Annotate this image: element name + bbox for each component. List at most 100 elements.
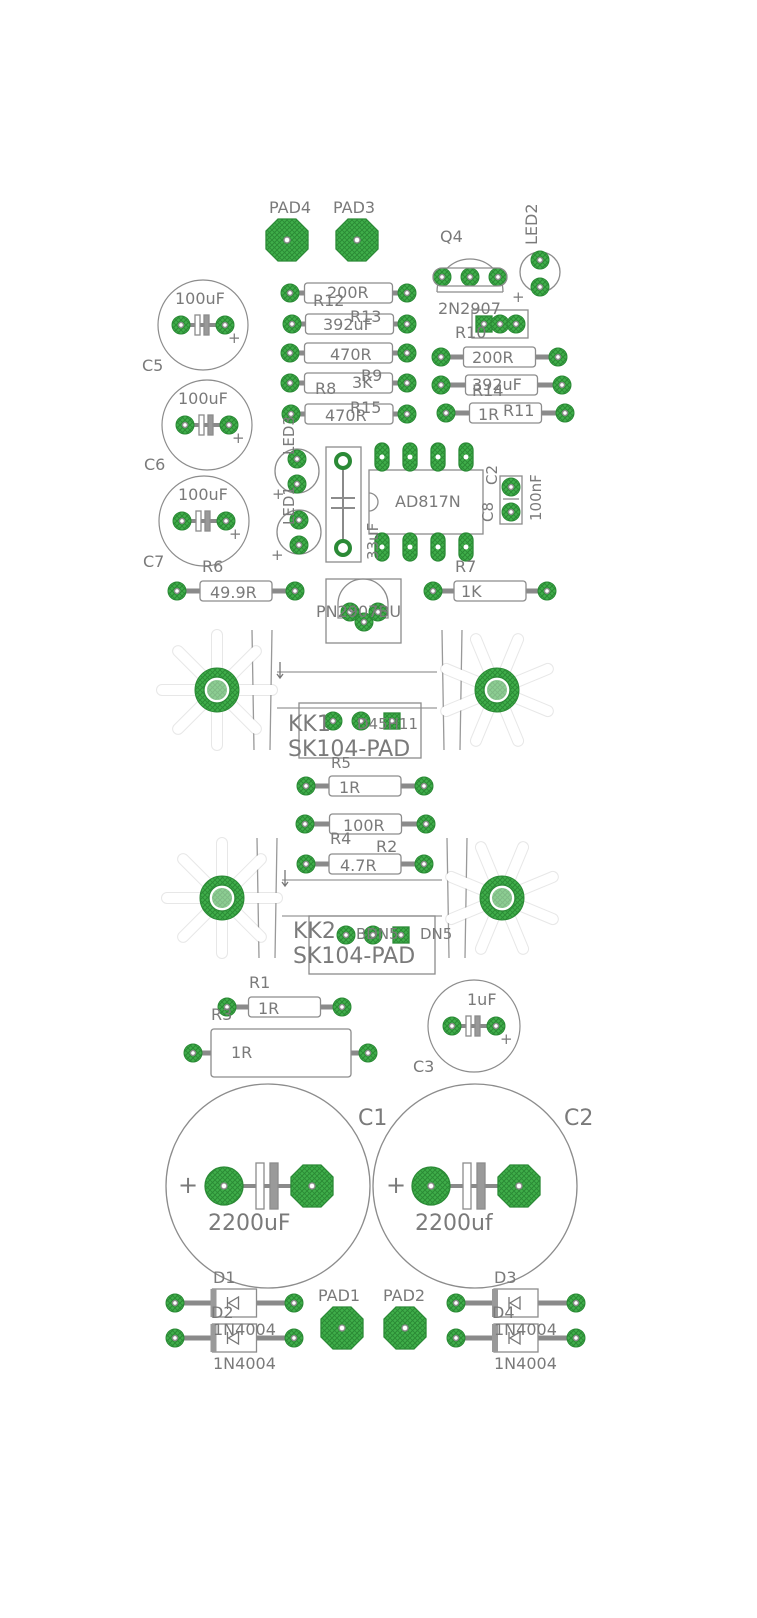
d1-body [211, 1288, 258, 1318]
u1-body [368, 469, 484, 535]
label-r13-value: 392uF [323, 315, 373, 334]
r1-pad-b [332, 997, 352, 1017]
label-r100: 100R [343, 816, 385, 835]
label-d2: D2 [211, 1303, 234, 1322]
r100-body [328, 813, 403, 835]
c6-plus-mark: + [232, 429, 245, 447]
c1-plate-a [255, 1162, 265, 1210]
r11-pad-a [436, 403, 456, 423]
kk2-pad-1 [336, 925, 356, 945]
r3-body [210, 1028, 352, 1078]
label-r6-value: 49.9R [210, 583, 257, 602]
label-r11: R11 [503, 401, 534, 420]
label-d1-value: 1N4004 [213, 1320, 276, 1339]
d2-body [211, 1323, 258, 1353]
label-c1: C1 [358, 1106, 387, 1131]
r9-pad-a [280, 373, 300, 393]
kk1-post-1 [441, 629, 463, 751]
q4-pad-row [432, 267, 508, 287]
label-c6-value: 100uF [178, 389, 228, 408]
pad2 [383, 1306, 427, 1350]
label-r1-value: 1R [258, 999, 279, 1018]
r13-body [304, 313, 395, 335]
c7-outline [158, 475, 250, 567]
kk1-mount-core-0 [207, 680, 227, 700]
pad1 [320, 1306, 364, 1350]
label-c3: C3 [413, 1057, 434, 1076]
label-d4-value: 1N4004 [494, 1354, 557, 1373]
u1-pin-top-hole-4 [463, 454, 469, 460]
u1-pin-top-hole-2 [407, 454, 413, 460]
label-r4: R4 [330, 829, 351, 848]
c1-pad-pos-hole [220, 1182, 228, 1190]
r3-pad-a [183, 1043, 203, 1063]
c7-plate-b [204, 510, 211, 532]
r5-body [328, 775, 402, 797]
q4-pad-b [460, 267, 480, 287]
r6-pad-a [167, 581, 187, 601]
d1-band [210, 1289, 217, 1317]
kk2-mount-core-1 [492, 888, 512, 908]
u1-pin-top-hole-1 [379, 454, 385, 460]
silkscreen-labels: PAD4 PAD3 Q4 LED2 2N2907 R10 200R R12 39… [142, 198, 593, 1373]
label-c2-small-value: 100nF [527, 474, 545, 521]
u1-pin-bot-hole-3 [435, 544, 441, 550]
led1-pad-k [289, 535, 309, 555]
r7-pad-a [423, 581, 443, 601]
c8-outline [499, 475, 523, 525]
label-c2-small: C2 [483, 465, 501, 485]
r6-body [199, 580, 273, 602]
led3-plus: + [272, 485, 285, 503]
led1-plus: + [271, 546, 284, 564]
c5-plate-b [203, 314, 210, 336]
label-c2-big-value: 2200uf [415, 1211, 494, 1236]
label-r1: R1 [249, 973, 270, 992]
r-470a-pad-a [280, 343, 300, 363]
d3-symbol [508, 1295, 521, 1311]
label-r15-value: 470R [325, 406, 367, 425]
d4-pad-k [566, 1328, 586, 1348]
label-d1: D1 [213, 1268, 236, 1287]
c5-pad-neg [171, 315, 191, 335]
label-led1: LED1 [280, 486, 298, 525]
r12-pad-a [280, 283, 300, 303]
r1-body [247, 996, 322, 1018]
r4-pad-b [414, 854, 434, 874]
r13-pad-b [397, 314, 417, 334]
r7-body [453, 580, 527, 602]
r10-pad-3 [506, 314, 526, 334]
label-r470a: 470R [330, 345, 372, 364]
d4-band [492, 1324, 498, 1352]
label-c4-value: 33uF [364, 523, 382, 560]
r100-pad-a [295, 814, 315, 834]
label-r5: R5 [331, 754, 351, 772]
kk1-mount-core-1 [487, 680, 507, 700]
c6-plate-b [207, 414, 214, 436]
kk2-transistor-frame [308, 915, 436, 975]
label-r5-value: 1R [339, 778, 360, 797]
d2-pad-a [165, 1328, 185, 1348]
r-470a-body [303, 342, 394, 364]
label-pad3: PAD3 [333, 198, 375, 217]
label-c7-value: 100uF [178, 485, 228, 504]
d2-band [210, 1324, 217, 1352]
label-r9-value: 3K [352, 373, 373, 392]
c8-pad-b [501, 502, 521, 522]
label-r12-value: 200R [327, 283, 369, 302]
r13-pad-a [282, 314, 302, 334]
board-art: +++++++ [156, 218, 586, 1353]
c3-plate-b [474, 1015, 481, 1037]
kk2-post-1 [446, 837, 468, 959]
label-q4: Q4 [440, 227, 463, 246]
kk2-bar [282, 879, 442, 917]
label-r15: R15 [350, 398, 381, 417]
r9-pad-b [397, 373, 417, 393]
c2-big-pad-pos-hole [427, 1182, 435, 1190]
pad4 [265, 218, 309, 262]
kk1-arrow [276, 662, 284, 680]
r11-pad-b [555, 403, 575, 423]
c4-pad-b [334, 539, 352, 557]
label-r3: R3 [211, 1005, 232, 1024]
c5-plus-mark: + [228, 329, 241, 347]
r7-pad-b [537, 581, 557, 601]
